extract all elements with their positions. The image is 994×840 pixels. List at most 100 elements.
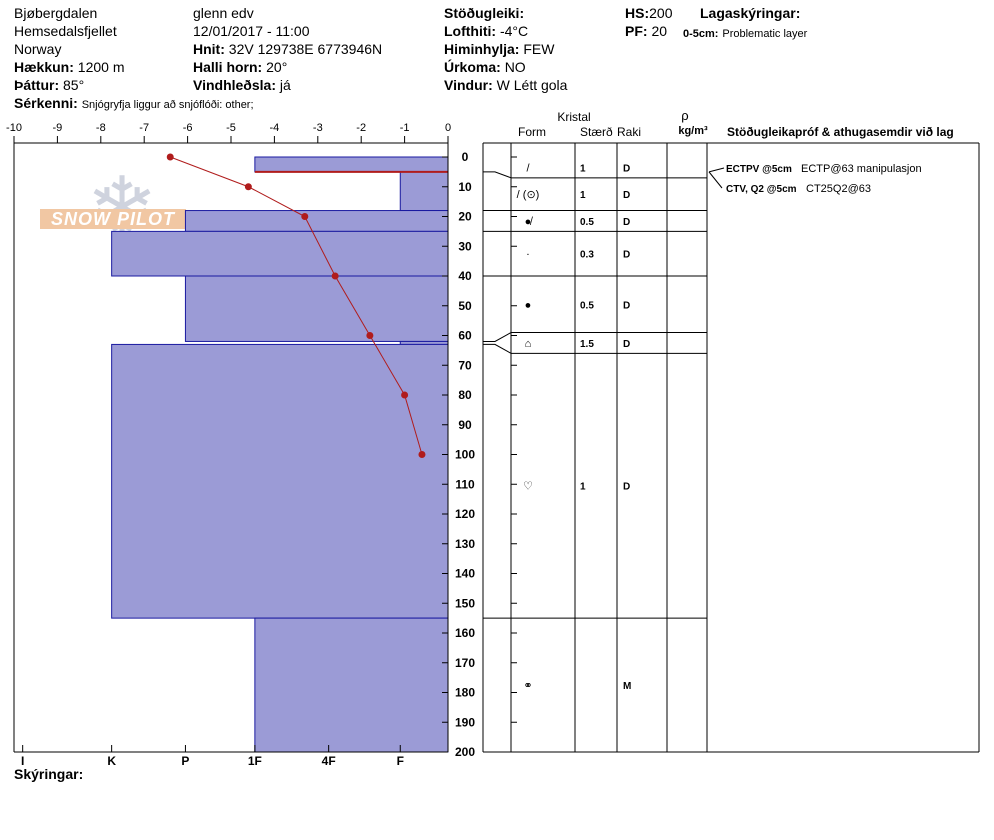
wind-loading-label: Vindhleðsla: [193, 77, 276, 93]
temp-tick-label: -8 [96, 122, 106, 134]
depth-label-40: 40 [458, 269, 472, 283]
sky-label: Himinhylja: [444, 41, 520, 57]
moisture: D [623, 190, 630, 201]
grain-size: 0.5 [580, 217, 594, 228]
temp-tick-label: -9 [53, 122, 63, 134]
temp-tick-label: -2 [356, 122, 366, 134]
snow-height: HS:200 [625, 5, 672, 21]
temp-tick-label: -5 [226, 122, 236, 134]
air-temp-value: -4°C [499, 23, 529, 39]
slope-value: 20° [266, 59, 288, 75]
depth-label-140: 140 [455, 567, 475, 581]
foot-penetration: PF: 20 [625, 23, 667, 39]
moisture-header: Raki [617, 125, 641, 139]
depth-label-170: 170 [455, 656, 475, 670]
grain-size: 0.3 [580, 250, 594, 261]
temp-tick-label: -1 [400, 122, 410, 134]
depth-label-130: 130 [455, 537, 475, 551]
slope-angle: Halli horn: 20° [193, 59, 287, 75]
grain-size: 1 [580, 163, 586, 174]
hs-label: HS: [625, 5, 650, 21]
moisture: M [623, 681, 631, 692]
notes-label: Sérkenni: [14, 95, 78, 111]
legend-label: Skýringar: [14, 766, 84, 782]
temperature-point-7 [418, 451, 426, 458]
temperature-point-6 [401, 391, 409, 399]
chart-frame [13, 143, 449, 753]
depth-label-80: 80 [458, 388, 472, 402]
moisture: D [623, 482, 630, 493]
grain-form: ⌂ [525, 338, 532, 350]
country-name: Norway [14, 41, 62, 57]
stability-label: Stöðugleiki: [444, 5, 525, 21]
observation-datetime: 12/01/2017 - 11:00 [193, 23, 310, 39]
test-arrow [708, 167, 725, 173]
depth-label-60: 60 [458, 329, 472, 343]
depth-label-30: 30 [458, 239, 472, 253]
test-arrow [708, 171, 723, 189]
depth-label-70: 70 [458, 358, 472, 372]
depth-label-160: 160 [455, 626, 475, 640]
form-header: Form [518, 125, 546, 139]
hardness-tick-label: I [21, 754, 24, 768]
slope-label: Halli horn: [193, 59, 263, 75]
temp-tick-label: 0 [445, 122, 451, 134]
temp-tick-label: -10 [6, 122, 22, 134]
temperature-profile [166, 153, 426, 458]
wind-label: Vindur: [444, 77, 493, 93]
hardness-bar-8 [254, 617, 449, 753]
air-temp-label: Lofthiti: [444, 23, 497, 39]
test-result: ECTP@63 manipulasjon [801, 163, 922, 175]
depth-label-0: 0 [462, 150, 469, 164]
moisture: D [623, 300, 630, 311]
temp-tick-label: -7 [139, 122, 149, 134]
temperature-point-5 [366, 332, 374, 339]
precip-label: Úrkoma: [444, 59, 501, 75]
moisture: D [623, 339, 630, 350]
grain-size: 1 [580, 190, 586, 201]
grain-size: 0.5 [580, 300, 594, 311]
layer-note-depth: 0-5cm: [683, 28, 719, 40]
hardness-bar-3 [184, 210, 449, 232]
depth-label-90: 90 [458, 418, 472, 432]
grain-form: ⚭ [523, 680, 532, 692]
hs-value: 200 [649, 5, 673, 21]
hardness-tick-label: K [107, 754, 116, 768]
depth-label-200: 200 [455, 745, 475, 759]
layer-note-text: Problematic layer [722, 28, 808, 40]
grain-form: ● [525, 299, 532, 311]
temp-tick-label: -3 [313, 122, 323, 134]
elevation-value: 1200 m [77, 59, 125, 75]
layer-note: 0-5cm: Problematic layer [683, 24, 807, 42]
temp-tick-label: -4 [270, 122, 280, 134]
temperature-point-2 [244, 183, 252, 191]
pf-label: PF: [625, 23, 648, 39]
hardness-tick-label: P [181, 754, 189, 768]
wind: Vindur: W Létt gola [444, 77, 567, 93]
moisture: D [623, 250, 630, 261]
hardness-tick-label: 1F [248, 754, 262, 768]
depth-label-20: 20 [458, 210, 472, 224]
hardness-bar-1 [254, 156, 449, 173]
grain-form: · [526, 249, 530, 261]
temp-tick-label: -6 [183, 122, 193, 134]
depth-label-180: 180 [455, 686, 475, 700]
depth-label-120: 120 [455, 507, 475, 521]
hardness-bar-4 [111, 230, 449, 277]
depth-label-150: 150 [455, 596, 475, 610]
hardness-bar-5 [184, 275, 449, 342]
pf-value: 20 [651, 23, 668, 39]
moisture: D [623, 217, 630, 228]
wind-loading: Vindhleðsla: já [193, 77, 291, 93]
coordinates-value: 32V 129738E 6773946N [228, 41, 383, 57]
layer-notes-label: Lagaskýringar: [700, 5, 801, 21]
notes: Sérkenni: Snjógryfja liggur að snjóflóði… [14, 95, 254, 113]
layer-connector [483, 343, 512, 354]
depth-axis: 0102030405060708090100110120130140150160… [442, 150, 517, 759]
precipitation: Úrkoma: NO [444, 59, 526, 75]
coordinates: Hnit: 32V 129738E 6773946N [193, 41, 382, 57]
